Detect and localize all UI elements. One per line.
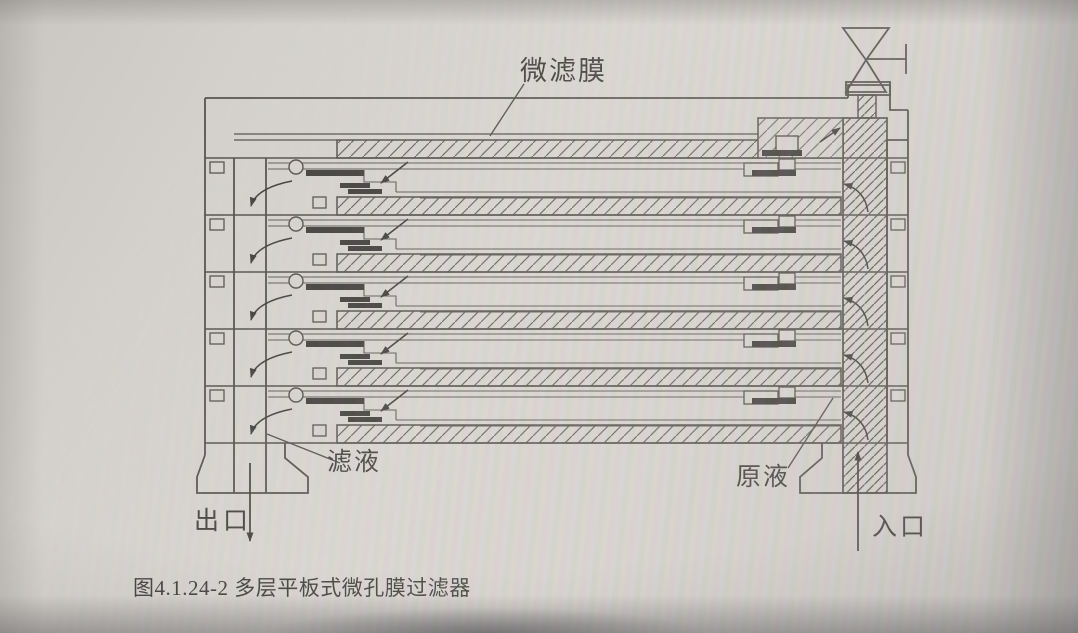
wall-notches	[209, 161, 906, 402]
outlet-label: 出口	[194, 508, 253, 535]
membrane-leader	[489, 83, 525, 137]
inlet-label: 入口	[872, 514, 929, 541]
leader-lines	[266, 83, 834, 469]
filtrate-label: 滤液	[327, 449, 382, 476]
membrane-label: 微滤膜	[520, 56, 607, 86]
filtrate-leader	[266, 433, 341, 464]
feed-label: 原液	[736, 464, 791, 491]
flow-arrows	[246, 451, 862, 551]
valve-icon	[841, 27, 907, 96]
outlet-foot	[196, 443, 309, 494]
inlet-foot	[799, 443, 917, 494]
casing-outline	[204, 84, 909, 493]
top-hub	[757, 117, 844, 159]
figure-caption: 图4.1.24-2 多层平板式微孔膜过滤器	[133, 576, 471, 600]
feed-leader	[787, 397, 834, 469]
top-support-plate	[336, 139, 762, 159]
feed-column	[842, 94, 888, 494]
